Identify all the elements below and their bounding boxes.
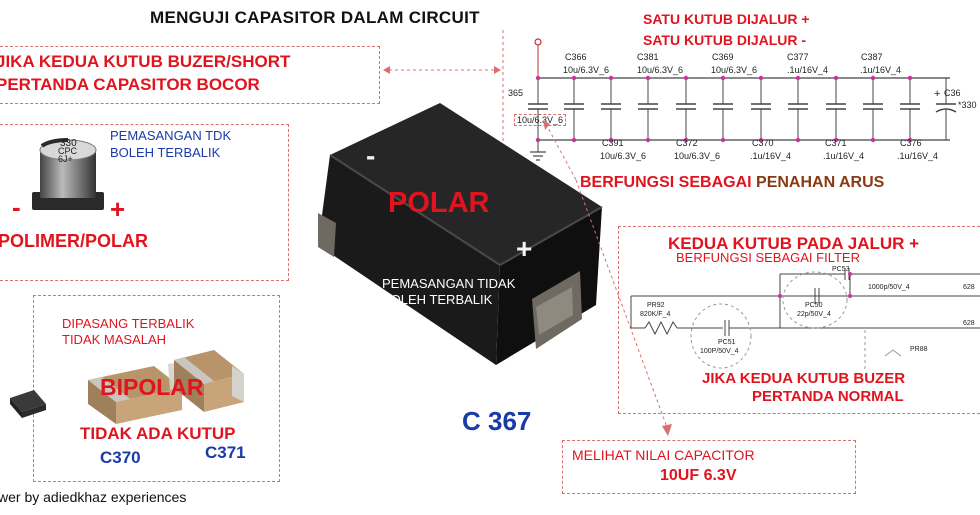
center-plus: + — [516, 233, 533, 264]
value-note-line2: 10UF 6.3V — [660, 467, 737, 484]
pc51-value: 100P/50V_4 — [700, 348, 739, 355]
short-note-line2: PERTANDA CAPASITOR BOCOR — [0, 75, 260, 94]
cap-ref: C377 — [787, 52, 809, 62]
filter-title: KEDUA KUTUB PADA JALUR + — [668, 234, 920, 253]
cap-value: 10u/6.3V_6 — [514, 114, 567, 126]
polymer-note-line1: PEMASANGAN TDK — [110, 128, 232, 143]
cap-value: 10u/6.3V_6 — [563, 65, 610, 75]
tantalum-capacitor-image — [318, 103, 603, 365]
c371-label: C371 — [205, 443, 246, 462]
schematic-note-line1: SATU KUTUB DIJALUR + — [643, 11, 810, 27]
capacitor-symbol — [788, 75, 808, 143]
credit-text: wer by adiedkhaz experiences — [0, 489, 187, 505]
polymer-plus: + — [110, 194, 126, 224]
cap-value: 10u/6.3V_6 — [711, 65, 758, 75]
cap-ref: C391 — [602, 138, 624, 148]
function-note-suffix: PENAHAN ARUS — [756, 174, 885, 191]
cap-value: 10u/6.3V_6 — [637, 65, 684, 75]
cap-marking: CPC — [58, 146, 78, 156]
center-minus: - — [366, 140, 376, 171]
pointer-arrows — [543, 120, 672, 436]
value-note-line1: MELIHAT NILAI CAPACITOR — [572, 447, 755, 463]
net-label: 628 — [963, 284, 975, 291]
electrolytic-capacitor-symbol — [935, 78, 957, 140]
capacitor-bank-schematic — [502, 30, 957, 161]
c370-label: C370 — [100, 448, 141, 467]
filter-subtitle: BERFUNGSI SEBAGAI FILTER — [676, 250, 860, 265]
net-label: 628 — [963, 320, 975, 327]
polymer-note-line2: BOLEH TERBALIK — [110, 145, 221, 160]
cap-ref: C381 — [637, 52, 659, 62]
pc50-label: PC50 — [805, 302, 823, 309]
cap-ref: C366 — [565, 52, 587, 62]
cap-marking: 330 — [60, 138, 77, 149]
capacitor-symbol — [676, 75, 696, 143]
cap-value: .1u/16V_4 — [750, 151, 792, 161]
cap-value: .1u/16V_4 — [860, 65, 902, 75]
cap-value: .1u/16V_4 — [787, 65, 829, 75]
cap-ref: C370 — [752, 138, 774, 148]
pr88-label: PR88 — [910, 346, 928, 353]
polymer-capacitor-image — [32, 137, 104, 210]
pc50-value: 22p/50V_4 — [797, 311, 831, 318]
polymer-box — [0, 124, 289, 281]
capacitor-symbol — [751, 75, 771, 143]
filter-schematic — [630, 268, 980, 370]
bipolar-box — [33, 295, 280, 482]
cap-value: 10u/6.3V_6 — [600, 151, 647, 161]
page-title: MENGUJI CAPASITOR DALAM CIRCUIT — [150, 8, 480, 27]
capacitor-symbol — [564, 75, 584, 143]
normal-note-line2: PERTANDA NORMAL — [752, 388, 904, 405]
double-arrow-icon — [383, 66, 501, 74]
center-note-line2: BOLEH TERBALIK — [382, 292, 493, 307]
capacitor-symbol — [900, 75, 920, 143]
cap-value: 10u/6.3V_6 — [674, 151, 721, 161]
cap-value: .1u/16V_4 — [823, 151, 865, 161]
cap-ref: C371 — [825, 138, 847, 148]
ceramic-capacitor-images — [10, 350, 244, 424]
bipolar-label: BIPOLAR — [100, 374, 204, 400]
filter-box — [618, 226, 980, 414]
center-part-label: C 367 — [462, 406, 532, 436]
short-note-box — [0, 46, 380, 104]
normal-note-line1: JIKA KEDUA KUTUB BUZER — [702, 370, 906, 387]
pc51-label: PC51 — [718, 339, 736, 346]
cap-ref: 365 — [508, 88, 524, 98]
bipolar-sub: TIDAK ADA KUTUP — [80, 424, 236, 443]
cap-ref: C387 — [861, 52, 883, 62]
cap-polarity-plus: + — [934, 88, 941, 100]
cap-ref: C376 — [900, 138, 922, 148]
bipolar-note-line1: DIPASANG TERBALIK — [62, 316, 195, 331]
capacitor-symbol — [863, 75, 883, 143]
cap-value: .1u/16V_4 — [897, 151, 939, 161]
cap-ref: C36 — [944, 88, 961, 98]
capacitor-symbol — [713, 75, 733, 143]
center-note-line1: PEMASANGAN TIDAK — [382, 276, 516, 291]
cap-value: *330 — [958, 100, 977, 110]
pr92-label: PR92 — [647, 302, 665, 309]
center-polar-label: POLAR — [388, 187, 490, 219]
function-note-prefix: BERFUNGSI SEBAGAI — [580, 174, 757, 191]
capacitor-symbol — [601, 75, 621, 143]
pr92-value: 820K/F_4 — [640, 311, 671, 318]
bipolar-note-line2: TIDAK MASALAH — [62, 332, 167, 347]
polymer-minus: - — [12, 192, 21, 222]
pc53-value: 1000p/50V_4 — [868, 284, 910, 291]
value-note-box — [562, 440, 856, 494]
pc53-label: PC53 — [832, 266, 850, 273]
capacitor-symbol — [826, 75, 846, 143]
cap-ref: C369 — [712, 52, 734, 62]
short-note-line1: JIKA KEDUA KUTUB BUZER/SHORT — [0, 52, 291, 71]
cap-marking: 6J+ — [58, 154, 73, 164]
capacitor-columns — [528, 75, 957, 143]
polymer-label: POLIMER/POLAR — [0, 231, 149, 251]
schematic-note-line2: SATU KUTUB DIJALUR - — [643, 32, 807, 48]
function-note: BERFUNGSI SEBAGAI PENAHAN ARUS — [580, 174, 884, 192]
capacitor-symbol — [638, 75, 658, 143]
cap-ref: C372 — [676, 138, 698, 148]
